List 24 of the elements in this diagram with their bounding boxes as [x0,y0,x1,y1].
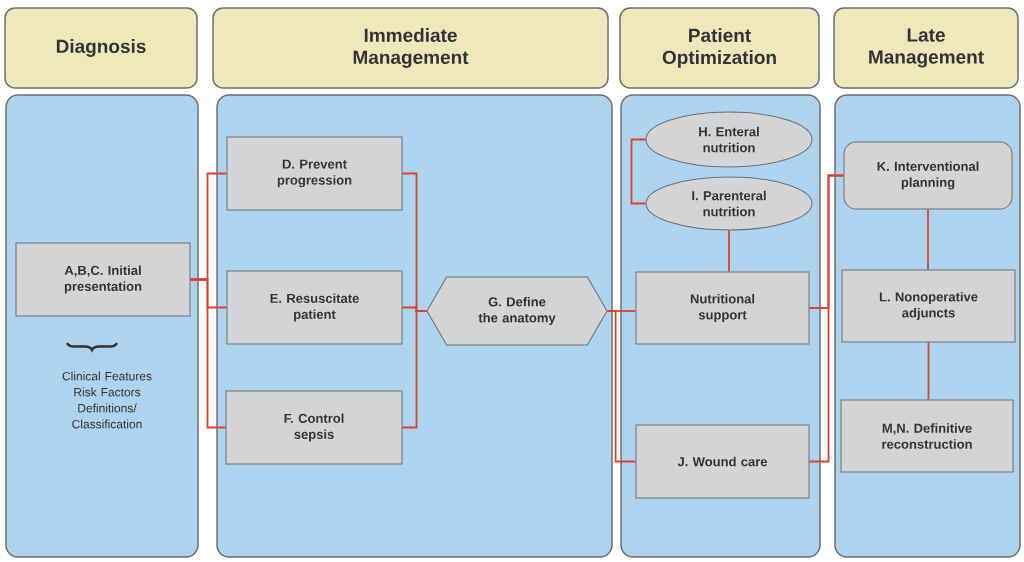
process-box: J. Wound care [635,424,810,499]
column-header: Diagnosis [4,7,198,89]
rounded-box: K. Interventional planning [843,141,1013,210]
connector-line [630,138,647,205]
oval-box: I. Parenteral nutrition [645,176,813,231]
connector-line [189,278,227,429]
process-box: E. Resuscitate patient [226,270,403,345]
oval-box: H. Enteral nutrition [645,111,813,168]
process-box: Nutritional support [635,271,810,345]
column-header: Immediate Management [212,7,609,89]
connector-line [401,310,428,429]
column-header: Patient Optimization [619,7,820,89]
connector-line [927,208,929,271]
connector-line [606,310,637,463]
connector-line [808,174,845,463]
process-box: L. Nonoperative adjuncts [841,269,1016,343]
process-box: M,N. Definitive reconstruction [840,399,1014,473]
column-header: Late Management [833,7,1019,89]
note-text: Clinical Features Risk Factors Definitions/ Classification [62,371,152,429]
connector-line [927,341,930,401]
process-box: F. Control sepsis [225,390,403,465]
connector-line [728,229,730,273]
process-box: A,B,C. Initial presentation [15,242,191,317]
process-box: D. Prevent progression [226,136,403,211]
